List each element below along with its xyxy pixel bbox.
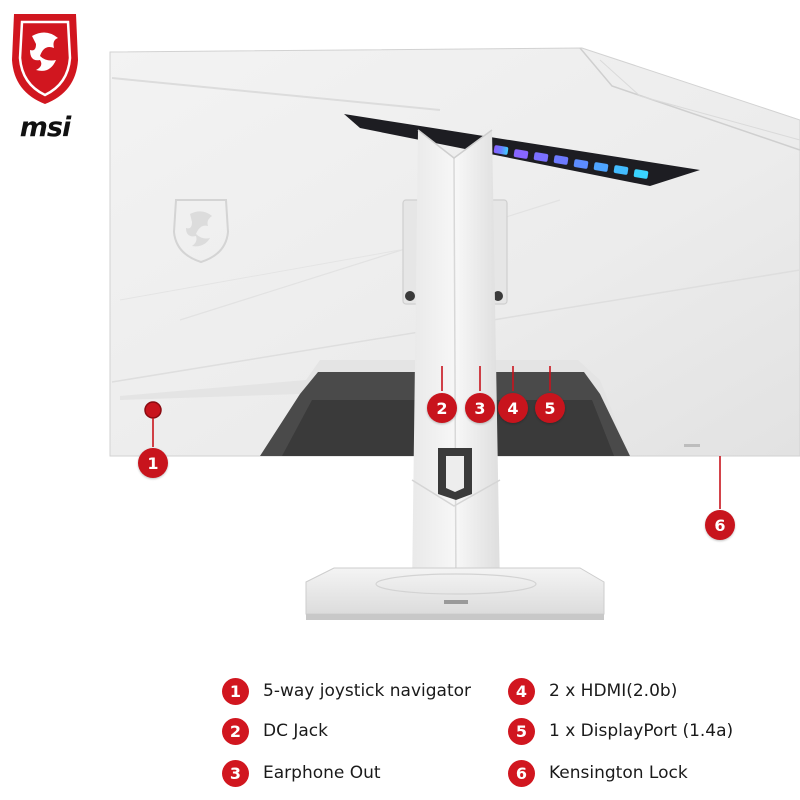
msi-dragon-shield-icon <box>12 14 78 104</box>
legend-label-5: 1 x DisplayPort (1.4a) <box>549 721 734 741</box>
legend-badge-3: 3 <box>222 759 249 787</box>
msi-logo-text: msi <box>19 112 71 143</box>
legend-item-dc-jack: 2 DC Jack <box>222 716 328 746</box>
ports-legend: 1 5-way joystick navigator 2 DC Jack 3 E… <box>222 676 782 796</box>
legend-badge-2: 2 <box>222 717 249 745</box>
legend-item-earphone-out: 3 Earphone Out <box>222 758 381 788</box>
legend-label-1: 5-way joystick navigator <box>263 681 472 701</box>
legend-label-2: DC Jack <box>263 721 328 741</box>
stand-column <box>411 129 501 591</box>
legend-item-hdmi: 4 2 x HDMI(2.0b) <box>508 676 677 706</box>
legend-item-joystick: 1 5-way joystick navigator <box>222 676 471 706</box>
callout-4: 4 <box>498 393 528 423</box>
legend-badge-4: 4 <box>508 677 535 705</box>
legend-item-displayport: 5 1 x DisplayPort (1.4a) <box>508 716 733 746</box>
callout-leaders <box>152 366 721 509</box>
callout-6: 6 <box>705 510 735 540</box>
legend-label-4: 2 x HDMI(2.0b) <box>549 681 678 701</box>
legend-badge-1: 1 <box>222 677 249 705</box>
callout-1: 1 <box>138 448 168 478</box>
legend-label-3: Earphone Out <box>263 763 381 783</box>
stand-base <box>305 567 605 620</box>
legend-label-6: Kensington Lock <box>549 763 688 783</box>
callout-3: 3 <box>465 393 495 423</box>
legend-item-kensington-lock: 6 Kensington Lock <box>508 758 688 788</box>
callout-5: 5 <box>535 393 565 423</box>
rgb-light-strip <box>493 145 649 179</box>
legend-badge-5: 5 <box>508 717 535 745</box>
legend-badge-6: 6 <box>508 759 535 787</box>
callout-2: 2 <box>427 393 457 423</box>
